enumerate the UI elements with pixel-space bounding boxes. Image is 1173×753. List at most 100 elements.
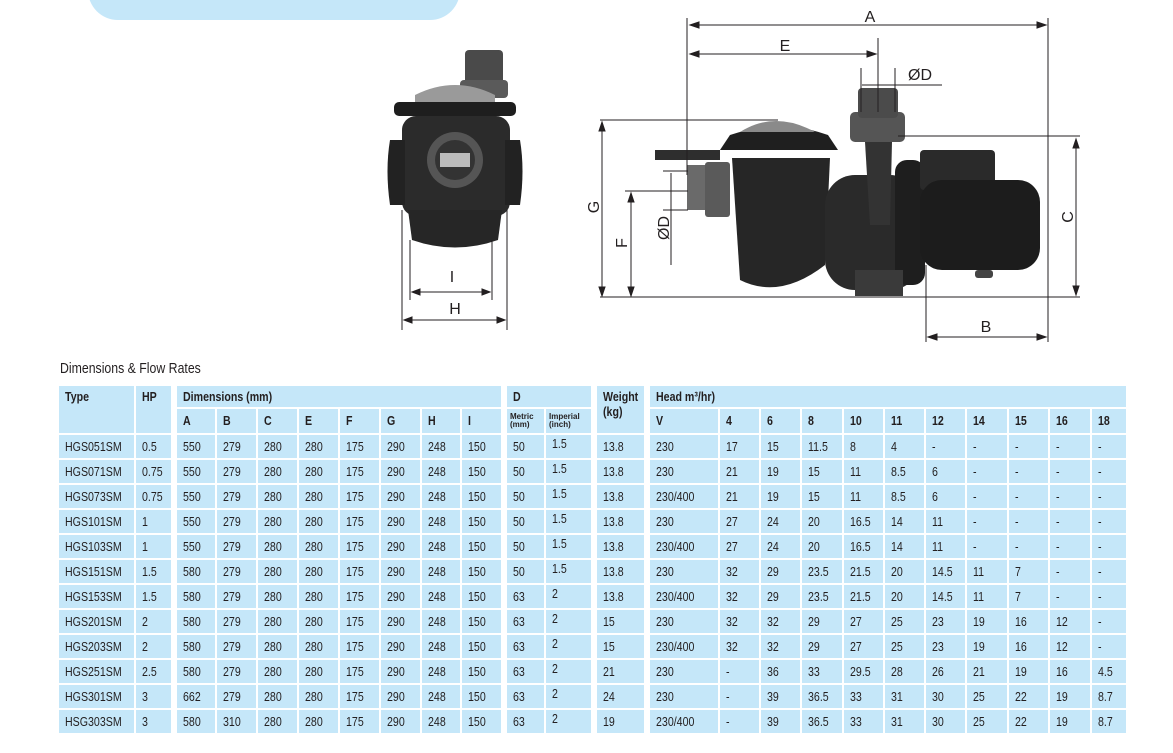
- cell-dimension: 280: [299, 585, 340, 610]
- cell-type: HGS101SM: [59, 510, 136, 535]
- cell-dimension: 280: [258, 435, 299, 460]
- cell-head: 23.5: [802, 585, 845, 610]
- cell-dimension: 248: [422, 460, 462, 485]
- cell-d-metric: 50: [507, 485, 546, 510]
- cell-dimension: 150: [462, 585, 503, 610]
- cell-dimension: 280: [258, 710, 299, 735]
- header-row-1: Type HP Dimensions (mm) D Weight (kg) He…: [59, 386, 1129, 435]
- cell-type: HGS103SM: [59, 535, 136, 560]
- cell-dimension: 290: [381, 685, 422, 710]
- cell-d-imperial: 2: [546, 660, 593, 685]
- cell-head: 36.5: [802, 710, 845, 735]
- cell-weight: 13.8: [597, 585, 647, 610]
- cell-head: 15: [802, 485, 845, 510]
- cell-d-metric: 50: [507, 460, 546, 485]
- cell-dimension: 290: [381, 485, 422, 510]
- cell-dimension: 150: [462, 535, 503, 560]
- cell-type: HGS073SM: [59, 485, 136, 510]
- cell-dimension: 150: [462, 610, 503, 635]
- cell-d-imperial: 1.5: [546, 485, 593, 510]
- cell-head: 11: [926, 510, 968, 535]
- cell-weight: 21: [597, 660, 647, 685]
- cell-head: -: [1050, 585, 1093, 610]
- cell-dimension: 175: [340, 560, 381, 585]
- header-dimensions: Dimensions (mm): [177, 386, 503, 409]
- cell-head: 27: [720, 510, 762, 535]
- cell-head: 16: [1009, 635, 1051, 660]
- cell-type: HSG303SM: [59, 710, 136, 735]
- cell-dimension: 175: [340, 660, 381, 685]
- header-d: D: [507, 386, 593, 409]
- cell-dimension: 280: [258, 535, 299, 560]
- dimension-lines-side: [598, 18, 1080, 342]
- cell-dimension: 279: [217, 560, 258, 585]
- cell-dimension: 280: [299, 660, 340, 685]
- cell-dimension: 280: [299, 485, 340, 510]
- cell-head: 11: [844, 485, 886, 510]
- cell-head: -: [1050, 435, 1093, 460]
- cell-head: 32: [761, 635, 803, 660]
- cell-dimension: 150: [462, 660, 503, 685]
- header-head-18: 18: [1092, 409, 1129, 435]
- header-d-imperial: Imperial (inch): [546, 409, 593, 435]
- cell-head: 23: [926, 610, 968, 635]
- cell-dimension: 290: [381, 585, 422, 610]
- dimension-label-h: H: [449, 301, 461, 318]
- cell-head: 11: [844, 460, 886, 485]
- cell-dimension: 290: [381, 510, 422, 535]
- cell-dimension: 280: [299, 610, 340, 635]
- cell-d-metric: 63: [507, 660, 546, 685]
- cell-dimension: 280: [258, 685, 299, 710]
- cell-dimension: 279: [217, 460, 258, 485]
- cell-dimension: 280: [299, 460, 340, 485]
- cell-weight: 13.8: [597, 485, 647, 510]
- cell-head: 14.5: [926, 585, 968, 610]
- cell-head: -: [967, 510, 1010, 535]
- cell-head: 21.5: [844, 560, 886, 585]
- cell-head: 8.7: [1092, 710, 1129, 735]
- cell-dimension: 175: [340, 510, 381, 535]
- cell-head: 23.5: [802, 560, 845, 585]
- cell-head: 12: [1050, 635, 1093, 660]
- cell-dimension: 175: [340, 635, 381, 660]
- pump-front-body: [387, 50, 523, 248]
- cell-head: 32: [720, 585, 762, 610]
- cell-hp: 1: [136, 535, 173, 560]
- cell-head: -: [1009, 535, 1051, 560]
- cell-dimension: 175: [340, 610, 381, 635]
- cell-head: 16: [1009, 610, 1051, 635]
- cell-head: 19: [761, 485, 803, 510]
- cell-head: 21: [967, 660, 1010, 685]
- header-type: Type: [59, 386, 136, 435]
- cell-type: HGS301SM: [59, 685, 136, 710]
- cell-dimension: 248: [422, 635, 462, 660]
- cell-dimension: 150: [462, 460, 503, 485]
- cell-head: 11: [967, 585, 1010, 610]
- cell-weight: 13.8: [597, 510, 647, 535]
- cell-d-imperial: 1.5: [546, 560, 593, 585]
- header-weight: Weight (kg): [597, 386, 647, 435]
- header-dim-i: I: [462, 409, 503, 435]
- cell-weight: 13.8: [597, 560, 647, 585]
- cell-head: -: [1092, 635, 1129, 660]
- header-head-15: 15: [1009, 409, 1051, 435]
- dimension-label-b: B: [981, 319, 992, 336]
- header-head-11: 11: [885, 409, 927, 435]
- cell-dimension: 175: [340, 460, 381, 485]
- cell-hp: 3: [136, 685, 173, 710]
- cell-dimension: 279: [217, 435, 258, 460]
- cell-head: 6: [926, 460, 968, 485]
- cell-head: 20: [802, 535, 845, 560]
- cell-dimension: 150: [462, 635, 503, 660]
- cell-voltage: 230: [650, 460, 721, 485]
- cell-voltage: 230: [650, 510, 721, 535]
- cell-dimension: 280: [299, 535, 340, 560]
- cell-d-imperial: 2: [546, 610, 593, 635]
- cell-dimension: 580: [177, 585, 217, 610]
- cell-head: 36.5: [802, 685, 845, 710]
- cell-head: 30: [926, 710, 968, 735]
- cell-head: -: [1009, 460, 1051, 485]
- cell-head: 11: [967, 560, 1010, 585]
- cell-head: 8.5: [885, 485, 927, 510]
